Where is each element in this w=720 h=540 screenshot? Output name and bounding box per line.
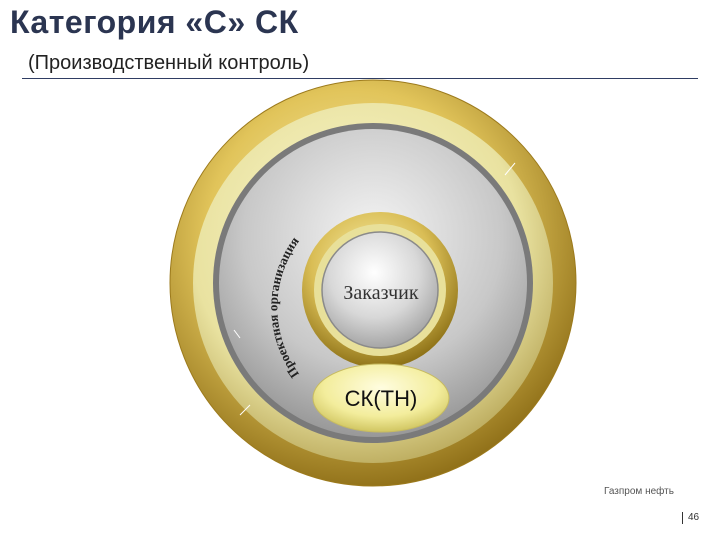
page-title: Категория «С» СК	[10, 4, 299, 40]
center-label: Заказчик	[343, 282, 418, 304]
footer-brand: Газпром нефть	[604, 486, 674, 497]
ring-ellipse	[312, 363, 450, 433]
center-disk	[321, 231, 439, 349]
page-number: 46	[682, 512, 699, 524]
page-subtitle: (Производственный контроль)	[28, 52, 310, 74]
title-divider	[22, 78, 698, 79]
ring-label: СК(ТН)	[345, 386, 418, 411]
